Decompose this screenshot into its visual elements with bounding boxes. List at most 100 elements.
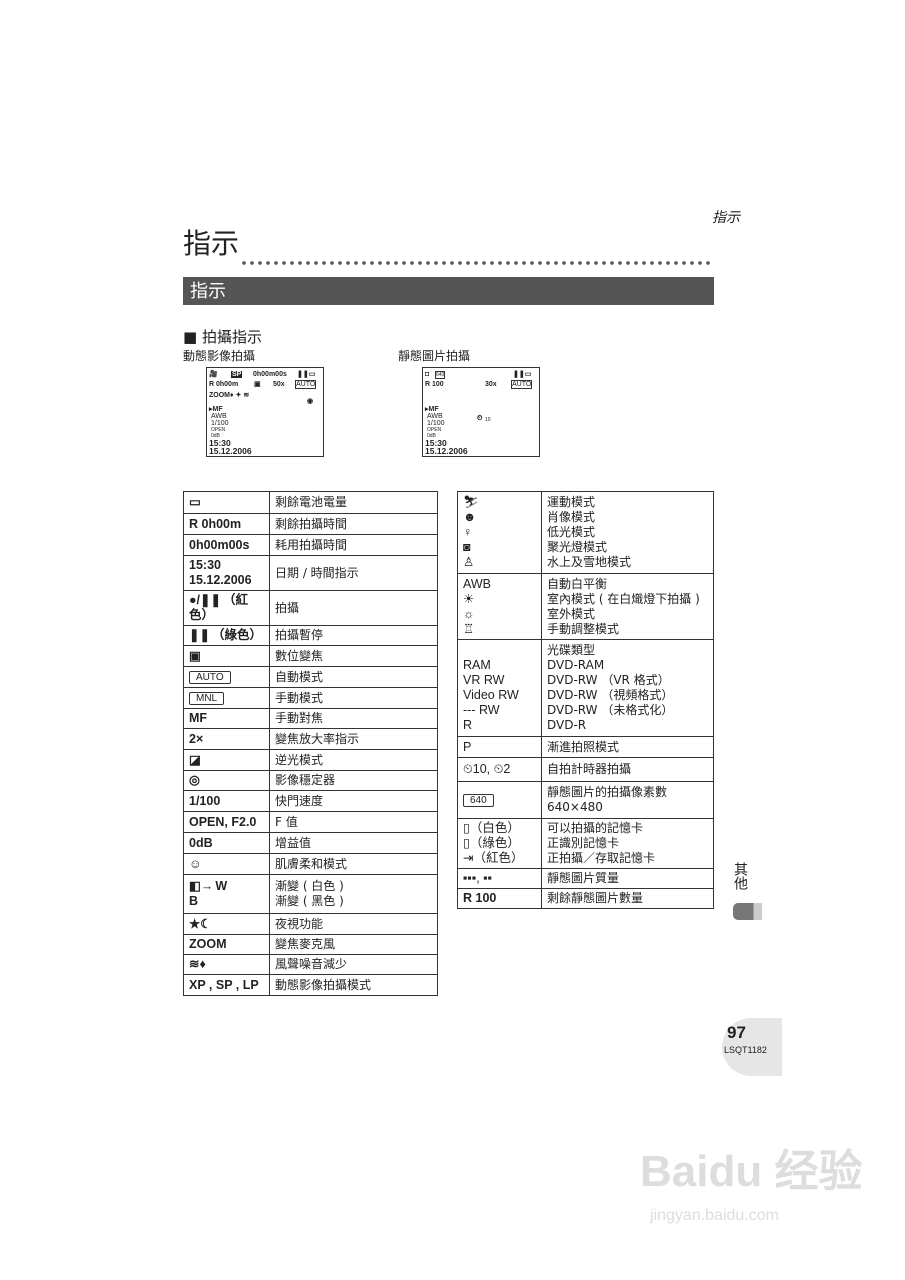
night-view-icon: ★☾ bbox=[189, 916, 212, 931]
table-row: ⛷ ☻ ♀ ◙ ♙ 運動模式 肖像模式 低光模式 聚光燈模式 水上及雪地模式 bbox=[457, 491, 714, 574]
symbol-text: W B bbox=[189, 879, 228, 908]
table-row: 2×變焦放大率指示 bbox=[183, 728, 438, 750]
still-camera-icon: ◘ bbox=[425, 371, 430, 378]
table-row: ☺肌膚柔和模式 bbox=[183, 853, 438, 875]
indicator-description: 剩餘靜態圖片數量 bbox=[541, 888, 714, 909]
caption-still: 靜態圖片拍攝 bbox=[398, 349, 471, 363]
symbol-text: ⏲10, ⏲2 bbox=[463, 762, 511, 776]
indicator-description: 自動模式 bbox=[269, 666, 438, 688]
auto-badge: AUTO bbox=[295, 380, 317, 389]
indicator-symbol: 15:30 15.12.2006 bbox=[183, 555, 270, 591]
indicator-symbol: ◧→W B bbox=[183, 874, 270, 914]
mf-indicator: ▸MF bbox=[209, 406, 223, 413]
symbol-text: ⛷ ☻ ♀ ◙ ♙ bbox=[463, 495, 479, 569]
running-title: 指示 bbox=[712, 210, 740, 226]
indicator-symbol: ●/❚❚（紅色） bbox=[183, 590, 270, 626]
indicator-description: 靜態圖片質量 bbox=[541, 868, 714, 889]
indicator-description: 逆光模式 bbox=[269, 749, 438, 771]
indicator-description: 動態影像拍攝模式 bbox=[269, 974, 438, 996]
indicator-symbol: 1/100 bbox=[183, 790, 270, 812]
section-heading-text: 拍攝指示 bbox=[201, 328, 262, 346]
shutter-indicator: 1/100 bbox=[211, 420, 229, 427]
symbol-text: 0dB bbox=[189, 835, 213, 850]
table-row: ▯（白色） ▯（綠色） ⇥（紅色） 可以拍攝的記憶卡 正識別記憶卡 正拍攝／存取記… bbox=[457, 818, 714, 869]
page-number: 97 bbox=[727, 1023, 746, 1042]
indicator-symbol: ▪▪▪, ▪▪ bbox=[457, 868, 542, 889]
indicator-description: 可以拍攝的記憶卡 正識別記憶卡 正拍攝／存取記憶卡 bbox=[541, 818, 714, 869]
indicator-symbol: AWB ☀ ☼ ♖ bbox=[457, 573, 542, 640]
indicator-description: 增益值 bbox=[269, 832, 438, 854]
table-row: AUTO 自動模式 bbox=[183, 666, 438, 688]
indicator-symbol: ◎ bbox=[183, 770, 270, 791]
indicator-symbol: OPEN, F2.0 bbox=[183, 811, 270, 833]
pause-icon: ❚❚ bbox=[189, 628, 210, 642]
table-row: ▣數位變焦 bbox=[183, 645, 438, 667]
timer-value: 10 bbox=[485, 417, 491, 423]
iris-indicator: OPEN bbox=[427, 427, 442, 433]
indicator-symbol: XP , SP , LP bbox=[183, 974, 270, 996]
indicator-symbol: ▭ bbox=[183, 491, 270, 514]
fade-icon: ◧→ bbox=[189, 879, 214, 893]
table-row: ≋♦風聲噪音減少 bbox=[183, 954, 438, 975]
table-row: AWB ☀ ☼ ♖自動白平衡 室內模式 ( 在白熾燈下拍攝 ) 室外模式 手動調… bbox=[457, 573, 714, 640]
indicator-symbol: ZOOM bbox=[183, 934, 270, 955]
indicator-description: 風聲噪音減少 bbox=[269, 954, 438, 975]
boxed-indicator: 640 bbox=[463, 794, 494, 807]
self-timer-icon: ⏲ bbox=[477, 415, 483, 422]
indicator-symbol: ★☾ bbox=[183, 913, 270, 935]
indicator-symbol: ☺ bbox=[183, 853, 270, 875]
indicator-symbol: ◪ bbox=[183, 749, 270, 771]
symbol-text: ZOOM bbox=[189, 937, 227, 951]
indicator-symbol: ▯（白色） ▯（綠色） ⇥（紅色） bbox=[457, 818, 542, 869]
battery-icon: ▭ bbox=[189, 495, 201, 509]
symbol-text: 0h00m00s bbox=[189, 537, 250, 552]
indicator-symbol: MF bbox=[183, 708, 270, 729]
black-square-icon: ■ bbox=[183, 328, 202, 346]
section-heading: ■ 拍攝指示 bbox=[183, 330, 262, 345]
table-row: ▪▪▪, ▪▪靜態圖片質量 bbox=[457, 868, 714, 889]
table-row: ◪逆光模式 bbox=[183, 749, 438, 771]
indicator-description: 手動對焦 bbox=[269, 708, 438, 729]
side-tab-marker bbox=[733, 903, 762, 920]
remaining-pictures: R 100 bbox=[425, 381, 444, 388]
indicator-description: 運動模式 肖像模式 低光模式 聚光燈模式 水上及雪地模式 bbox=[541, 491, 714, 574]
mf-indicator: ▸MF bbox=[425, 406, 439, 413]
table-row: ❚❚（綠色）拍攝暫停 bbox=[183, 625, 438, 646]
indicator-symbol: MNL bbox=[183, 687, 270, 709]
zoom-value: 50x bbox=[273, 381, 285, 388]
time: 15:30 bbox=[425, 438, 447, 448]
symbol-text: ▯（白色） ▯（綠色） ⇥（紅色） bbox=[463, 821, 524, 865]
page-title: 指示 bbox=[183, 227, 240, 260]
awb-indicator: AWB bbox=[427, 413, 443, 420]
camera-icon: 🎥 bbox=[209, 371, 218, 378]
indicator-description: 剩餘電池電量 bbox=[269, 491, 438, 514]
symbol-text: （綠色） bbox=[211, 628, 262, 642]
iris-indicator: OPEN bbox=[211, 427, 226, 433]
watermark-logo: Baidu 经验 bbox=[640, 1147, 863, 1196]
indicator-symbol: ▣ bbox=[183, 645, 270, 667]
page-number-badge bbox=[722, 1018, 782, 1076]
indicator-description: 漸變 ( 白色 ) 漸變 ( 黑色 ) bbox=[269, 874, 438, 914]
date: 15.12.2006 bbox=[209, 446, 252, 456]
indicator-symbol: 2× bbox=[183, 728, 270, 750]
table-row: ⏲10, ⏲2 自拍計時器拍攝 bbox=[457, 757, 714, 782]
movie-screen-diagram: 🎥 SP 0h00m00s ❚❚▭ R 0h00m ▣ 50x AUTO ZOO… bbox=[206, 367, 324, 457]
indicator-description: 日期 / 時間指示 bbox=[269, 555, 438, 591]
indicator-description: 夜視功能 bbox=[269, 913, 438, 935]
boxed-indicator: AUTO bbox=[189, 671, 231, 684]
indicator-description: 自拍計時器拍攝 bbox=[541, 757, 714, 782]
symbol-text: P bbox=[463, 739, 472, 754]
function-icons: ZOOM♦ ✦ ≋ bbox=[209, 392, 250, 399]
symbol-text: MF bbox=[189, 711, 208, 725]
size-badge: 640 bbox=[435, 371, 446, 379]
